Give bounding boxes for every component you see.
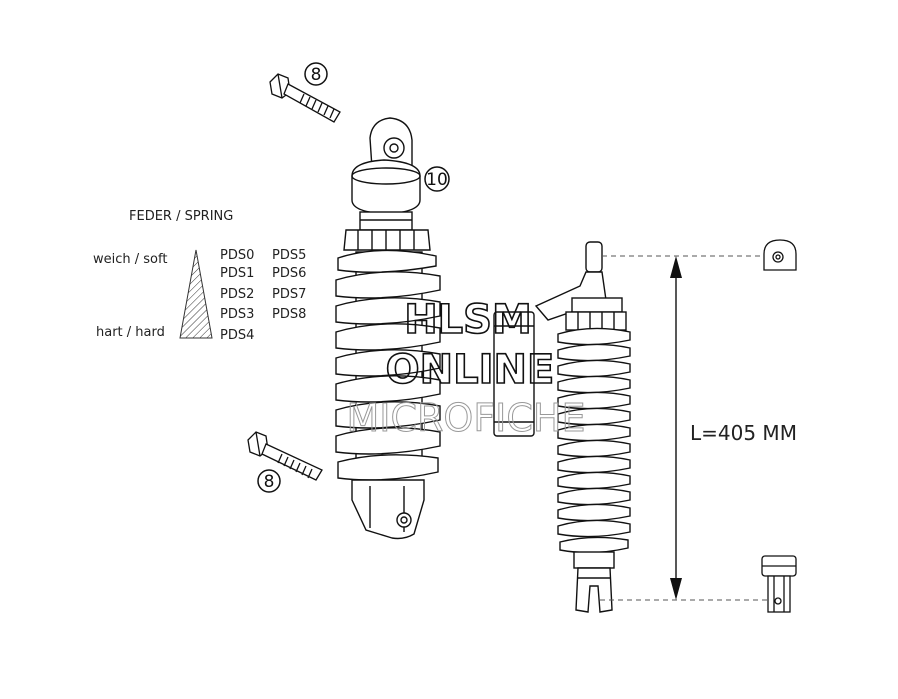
spring-coils-right [557,327,631,554]
spring-pds4: PDS4 [220,328,254,343]
dimension-label: L=405 MM [690,421,797,445]
bolt-top [269,73,341,123]
legend-hard-label: hart / hard [96,325,165,340]
watermark: HLSM ONLINE MICROFICHE [346,296,586,440]
shock-absorber-left [335,117,441,540]
callout-8-bottom: 8 [257,469,281,493]
spring-pds6: PDS6 [272,266,306,281]
svg-text:8: 8 [264,472,275,492]
spring-legend: FEDER / SPRING weich / soft hart / hard … [93,209,306,343]
spring-pds8: PDS8 [272,307,306,322]
mount-detail-top [763,239,797,271]
svg-text:8: 8 [311,65,322,85]
callout-10: 10 [424,166,450,192]
spring-pds2: PDS2 [220,287,254,302]
callout-8-top: 8 [304,62,328,86]
spring-pds7: PDS7 [272,287,306,302]
dimension-length: L=405 MM [600,255,797,601]
spring-pds5: PDS5 [272,248,306,263]
spring-pds3: PDS3 [220,307,254,322]
spring-pds0: PDS0 [220,248,254,263]
svg-text:10: 10 [426,170,448,190]
shock-absorber-right [493,241,631,613]
bolt-bottom [247,431,323,481]
stiffness-wedge [179,249,213,339]
mount-detail-bottom [761,555,797,613]
watermark-line3: MICROFICHE [346,396,585,440]
spring-coils-left [335,249,441,481]
watermark-line2: ONLINE [386,347,555,393]
spring-pds1: PDS1 [220,266,254,281]
watermark-line1: HLSM [404,297,532,343]
legend-title: FEDER / SPRING [129,209,233,224]
legend-soft-label: weich / soft [93,252,167,267]
